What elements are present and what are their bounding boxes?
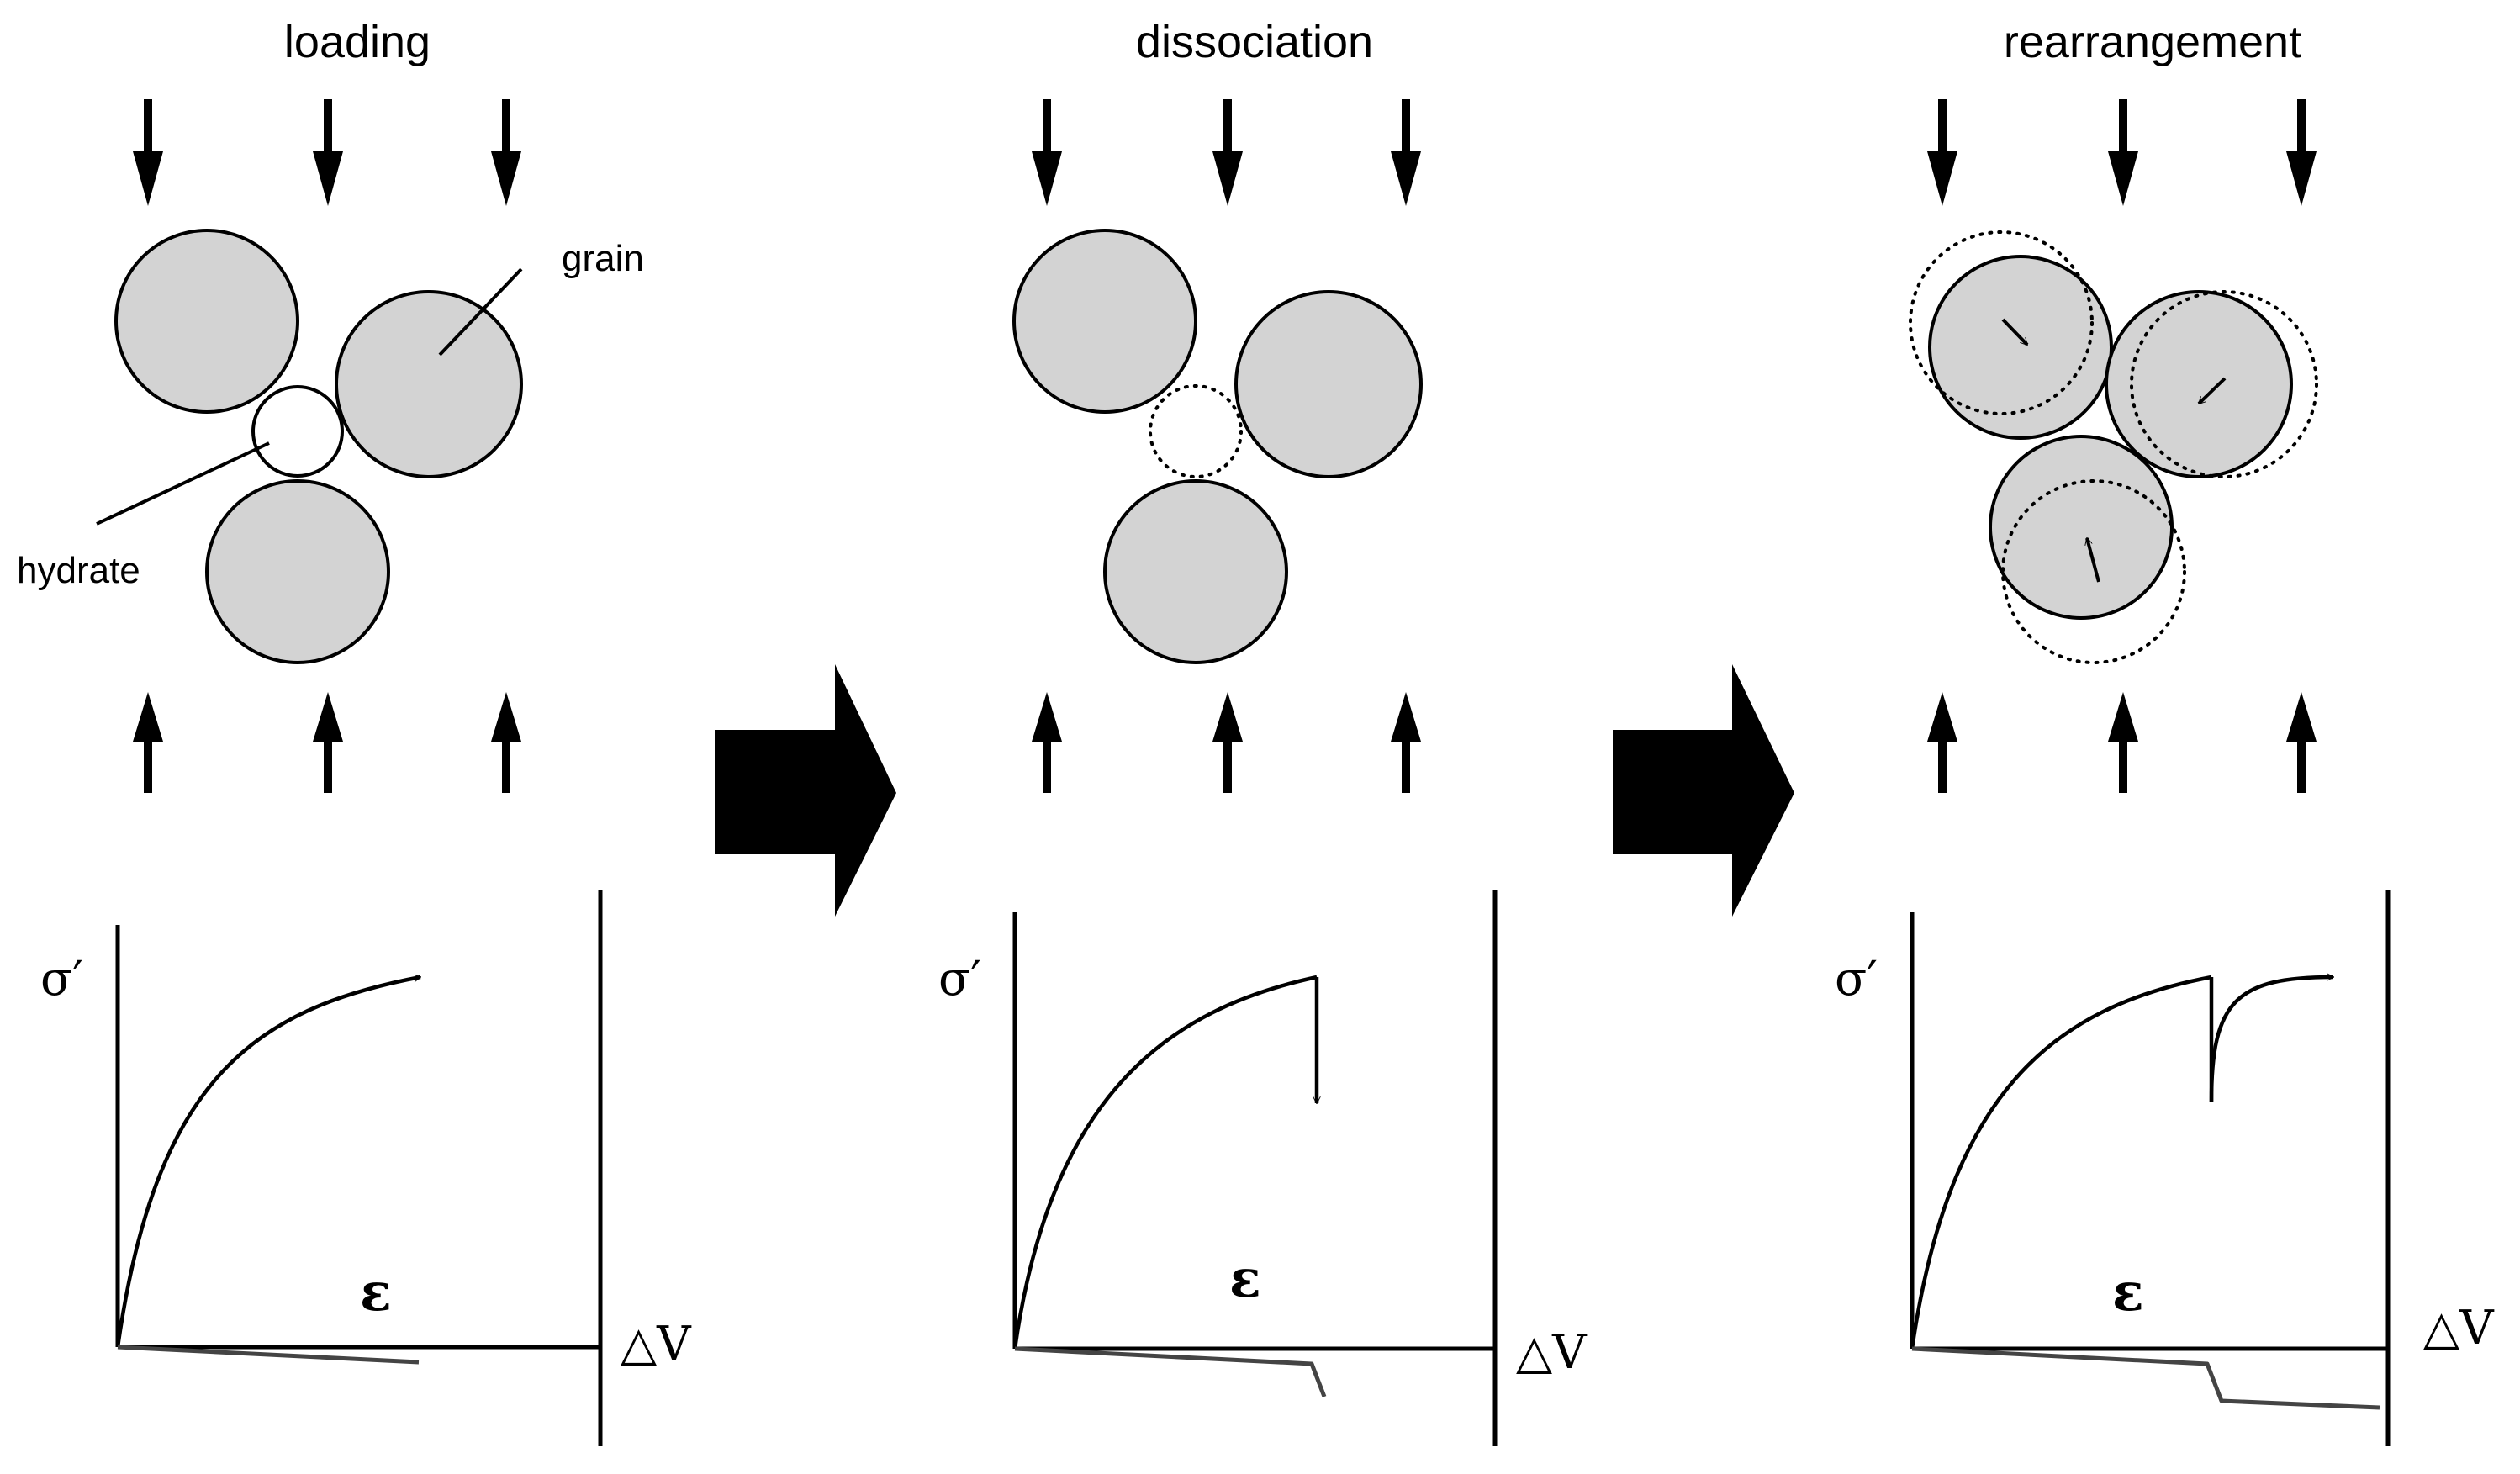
panel-loading: loading grain hydrate xyxy=(17,17,692,1446)
stress-strain-plot-loading: σ′ ε △V xyxy=(40,890,692,1446)
dissociated-hydrate-outline xyxy=(1149,384,1243,478)
grain-circle xyxy=(1989,435,2174,620)
down-arrow-icon xyxy=(133,99,163,206)
hydrate-circle xyxy=(251,385,344,478)
down-arrow-icon xyxy=(2108,99,2138,206)
grain-circle xyxy=(2105,290,2293,478)
original-position-outline xyxy=(2130,290,2318,478)
stress-strain-curve xyxy=(1012,975,1318,1350)
volume-change-curve xyxy=(117,1345,420,1365)
hydrate-leader-line xyxy=(96,441,270,526)
up-arrow-icon xyxy=(133,692,163,793)
strain-label: ε xyxy=(2112,1261,2144,1323)
stress-strain-curve xyxy=(1910,975,2212,1350)
panel-title-loading: loading xyxy=(284,17,431,67)
original-position-outline xyxy=(1909,230,2094,415)
grain-circle xyxy=(114,229,299,414)
up-arrow-icon xyxy=(1212,692,1243,793)
grain-circle xyxy=(205,479,390,664)
down-arrow-icon xyxy=(1212,99,1243,206)
movement-arrow-icon xyxy=(2197,377,2227,405)
down-arrow-icon xyxy=(313,99,343,206)
grain-leader-line xyxy=(438,267,523,357)
up-arrow-icon xyxy=(491,692,521,793)
stress-strain-plot-dissociation: σ′ ε △V xyxy=(938,890,1588,1446)
volume-change-curve xyxy=(1911,1346,2380,1410)
strain-label: ε xyxy=(360,1261,392,1323)
down-arrow-icon xyxy=(1032,99,1062,206)
down-arrow-icon xyxy=(1391,99,1421,206)
stress-recovery-curve xyxy=(2209,977,2333,1102)
volume-axis-label: △V xyxy=(2423,1301,2495,1355)
panel-title-dissociation: dissociation xyxy=(1136,17,1373,67)
original-position-outline xyxy=(2001,479,2186,664)
up-arrow-icon xyxy=(1032,692,1062,793)
up-arrow-icon xyxy=(2286,692,2317,793)
stress-axis-label: σ′ xyxy=(938,952,981,1006)
up-arrow-icon xyxy=(2108,692,2138,793)
grain-label: grain xyxy=(562,238,644,279)
movement-arrow-icon xyxy=(2087,538,2100,583)
grain-circle xyxy=(1103,479,1288,664)
up-arrow-icon xyxy=(313,692,343,793)
down-arrow-icon xyxy=(491,99,521,206)
grain-assembly xyxy=(1012,229,1423,664)
grain-circle xyxy=(335,290,523,478)
volume-axis-label: △V xyxy=(621,1317,692,1371)
panel-rearrangement: rearrangement xyxy=(1835,17,2495,1446)
panel-title-rearrangement: rearrangement xyxy=(2004,17,2301,67)
down-arrow-icon xyxy=(1927,99,1957,206)
grain-circle xyxy=(1012,229,1197,414)
stress-strain-curve xyxy=(115,977,420,1348)
stress-axis-label: σ′ xyxy=(1835,952,1878,1006)
strain-label: ε xyxy=(1229,1248,1261,1309)
volume-change-curve xyxy=(1014,1346,1327,1397)
load-arrows-top xyxy=(133,99,521,206)
hydrate-label: hydrate xyxy=(17,550,140,591)
stress-axis-label: σ′ xyxy=(40,952,83,1006)
grain-circle xyxy=(1234,290,1423,478)
movement-arrow-icon xyxy=(2001,318,2029,346)
load-arrows-bottom xyxy=(1927,692,2317,793)
load-arrows-bottom xyxy=(1032,692,1421,793)
volume-axis-label: △V xyxy=(1516,1325,1588,1380)
up-arrow-icon xyxy=(1927,692,1957,793)
grain-assembly xyxy=(1909,230,2318,664)
grain-assembly xyxy=(96,229,523,664)
load-arrows-bottom xyxy=(133,692,521,793)
down-arrow-icon xyxy=(2286,99,2317,206)
load-arrows-top xyxy=(1927,99,2317,206)
grain-circle xyxy=(1928,255,2113,440)
up-arrow-icon xyxy=(1391,692,1421,793)
stress-strain-plot-rearrangement: σ′ ε △V xyxy=(1835,890,2495,1446)
load-arrows-top xyxy=(1032,99,1421,206)
panel-dissociation: dissociation xyxy=(938,17,1588,1446)
block-arrow-right-icon xyxy=(1613,664,1794,917)
block-arrow-right-icon xyxy=(715,664,896,917)
